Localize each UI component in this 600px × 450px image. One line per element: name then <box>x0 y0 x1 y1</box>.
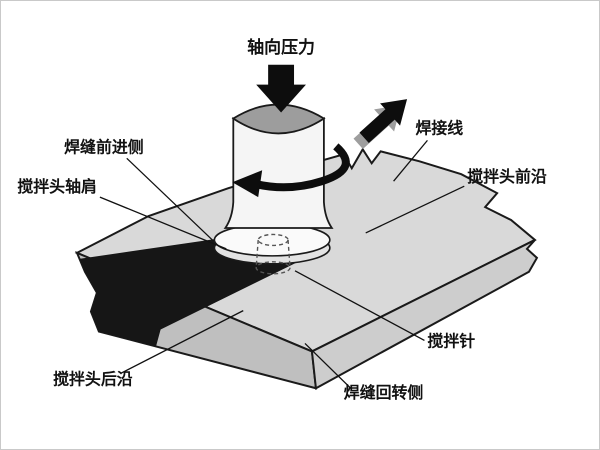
label-tool-shoulder: 搅拌头轴肩 <box>17 177 97 196</box>
label-weld-line: 焊接线 <box>415 118 463 137</box>
leader-tool-trailing-edge <box>120 310 244 374</box>
plate-front-right-face <box>310 239 539 390</box>
leader-advancing-side <box>126 157 214 242</box>
label-retreating-side: 焊缝回转侧 <box>344 383 424 402</box>
rotation-arrow-icon <box>232 143 350 198</box>
weld-direction-arrow-icon <box>353 99 408 149</box>
leader-tool-leading-edge <box>365 185 465 234</box>
leader-tool-shoulder <box>99 196 227 250</box>
axial-pressure-arrow-icon <box>256 64 306 113</box>
label-advancing-side: 焊缝前进侧 <box>64 137 144 156</box>
tool-body <box>223 116 334 229</box>
leader-stir-pin <box>294 270 425 342</box>
leader-retreating-side <box>304 343 353 390</box>
label-stir-pin: 搅拌针 <box>427 331 475 350</box>
tool-top-opening <box>231 103 326 135</box>
label-tool-trailing-edge: 搅拌头后沿 <box>53 369 133 388</box>
label-tool-leading-edge: 搅拌头前沿 <box>467 167 547 186</box>
leader-weld-line <box>393 139 428 182</box>
label-axial-pressure: 轴向压力 <box>247 37 315 57</box>
stir-pin-outline <box>255 233 291 275</box>
